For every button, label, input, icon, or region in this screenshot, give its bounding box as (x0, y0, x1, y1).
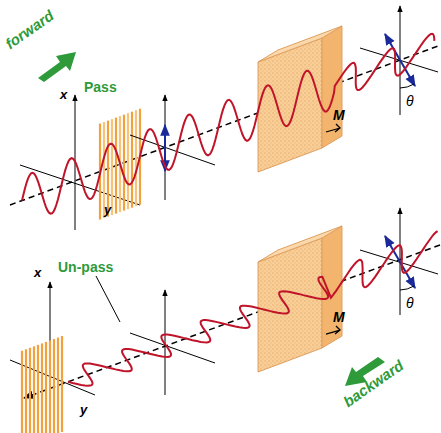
grating-line (37, 345, 39, 433)
grating-line (25, 349, 27, 433)
angle-arc (400, 286, 414, 290)
axis-label: y (80, 403, 87, 417)
light-wave (22, 34, 434, 214)
backward-panel (10, 208, 440, 433)
grating-line (111, 119, 113, 215)
grating-line (61, 336, 63, 432)
grating-line (53, 339, 55, 433)
grating-line (135, 110, 137, 206)
angle-arc (400, 84, 414, 88)
axis-label: y (104, 203, 111, 217)
forward-panel (10, 6, 438, 230)
rotator-side (322, 26, 342, 148)
angle-label: θ (406, 296, 414, 311)
y-axis (130, 135, 215, 165)
direction-arrow (38, 52, 76, 82)
state-label: Un-pass (58, 260, 113, 275)
propagation-axis (10, 46, 438, 205)
grating-line (123, 115, 125, 211)
magnetic-field-arrow (326, 326, 340, 334)
polarizer-grating (22, 336, 62, 433)
light-wave (68, 231, 438, 386)
y-axis (130, 333, 215, 363)
grating-line (41, 343, 43, 433)
field-label: M (333, 310, 345, 325)
angle-label: θ (406, 94, 414, 109)
axis-label: x (34, 266, 41, 280)
leader-line (96, 276, 120, 322)
rotator-top (258, 26, 342, 62)
grating-line (21, 351, 23, 433)
axis-label: x (60, 88, 67, 102)
grating-line (127, 113, 129, 209)
state-label: Pass (84, 80, 117, 95)
grating-line (45, 342, 47, 433)
field-label: M (333, 108, 345, 123)
grating-line (29, 348, 31, 433)
rotator-top (258, 226, 342, 262)
polarization-vector (164, 125, 166, 148)
magnetic-field-arrow (326, 124, 340, 132)
grating-line (49, 340, 51, 433)
grating-line (33, 346, 35, 433)
polarization-vector (385, 34, 400, 60)
grating-line (115, 118, 117, 214)
grating-line (131, 112, 133, 208)
grating-line (57, 337, 59, 433)
direction-label: forward (3, 7, 58, 52)
x-axis (165, 95, 166, 200)
